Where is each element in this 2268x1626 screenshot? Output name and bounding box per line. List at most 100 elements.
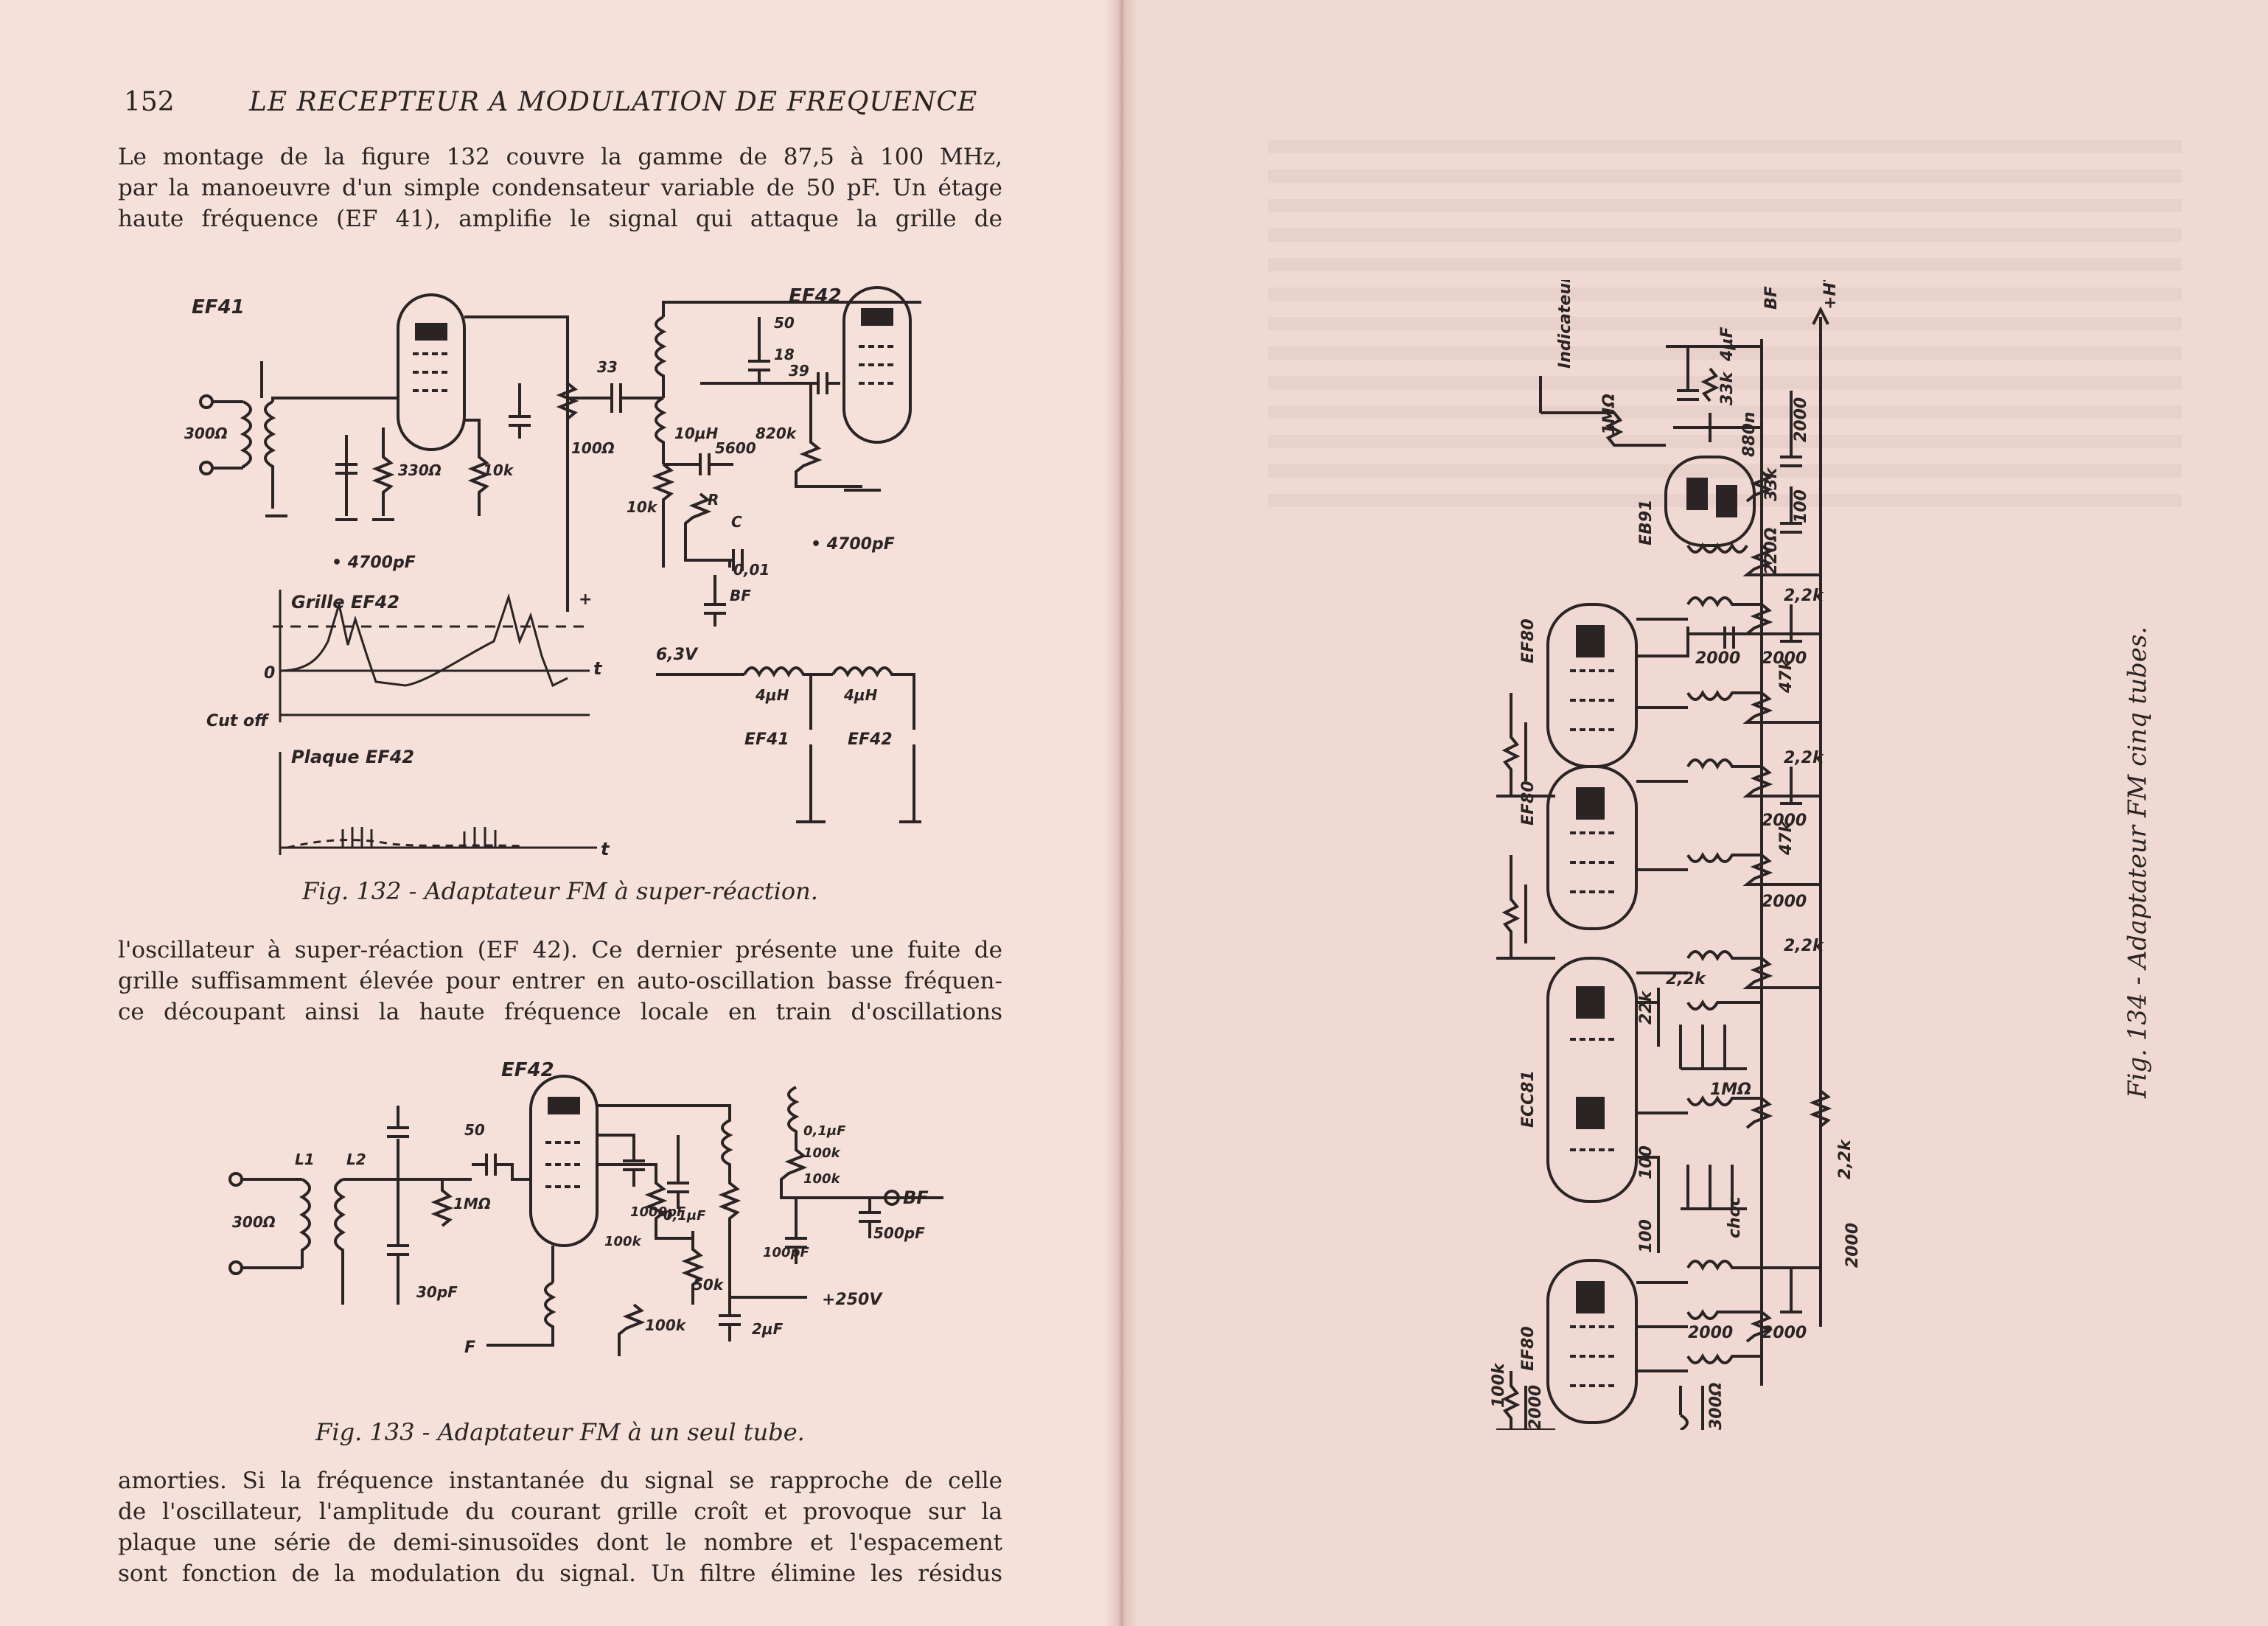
- text-line: sont fonction de la modulation du signal…: [118, 1560, 1002, 1587]
- label: EF42: [501, 1061, 554, 1081]
- label: 2000: [1695, 649, 1740, 668]
- label: 330Ω: [398, 461, 442, 479]
- label: 100pF: [763, 1245, 809, 1260]
- label: EF41: [744, 730, 789, 749]
- label: • 4700pF: [811, 535, 895, 554]
- label: 0: [264, 664, 275, 683]
- text-line: haute fréquence (EF 41), amplifie le sig…: [118, 206, 1002, 232]
- right-page: [1122, 0, 2268, 1626]
- text-line: par la manoeuvre d'un simple condensateu…: [118, 175, 1002, 201]
- label: EF80: [1519, 618, 1538, 663]
- label: t: [593, 658, 603, 679]
- label: 2000: [1762, 649, 1807, 668]
- label: 47k: [1777, 658, 1796, 694]
- label: 500pF: [873, 1224, 925, 1242]
- label: 2000: [1843, 1223, 1862, 1268]
- label: EF41: [192, 296, 245, 318]
- label: t: [601, 839, 610, 859]
- tube-ef80-2: [1546, 765, 1638, 930]
- label: EF42: [789, 285, 842, 307]
- label: 880n: [1740, 411, 1759, 457]
- label: EF80: [1519, 781, 1538, 826]
- label: EF42: [848, 730, 893, 749]
- text-line: grille suffisamment élevée pour entrer e…: [118, 968, 1002, 994]
- figure-132-schematic: EF41 EF42 300Ω 330Ω 10k 100Ω 33 10μH 10k…: [184, 285, 921, 859]
- label: 100: [1792, 489, 1810, 523]
- label: • 4700pF: [332, 554, 416, 572]
- label: ECC81: [1519, 1070, 1538, 1128]
- label: 2,2k: [1836, 1139, 1854, 1179]
- left-page: [0, 0, 1122, 1626]
- label: 22k: [1637, 990, 1655, 1025]
- book-gutter: [1106, 0, 1138, 1626]
- label: 0,1μF: [663, 1208, 706, 1224]
- label: Cut off: [206, 712, 270, 730]
- label: BF: [1762, 286, 1781, 310]
- label: 1MΩ: [453, 1195, 491, 1212]
- label: 2000: [1688, 1324, 1733, 1342]
- label: 10μH: [674, 425, 719, 442]
- text-line: plaque une série de demi-sinusoïdes dont…: [118, 1529, 1002, 1556]
- label: Grille EF42: [291, 592, 399, 613]
- figure-134-caption: Fig. 134 - Adaptateur FM cinq tubes.: [2123, 626, 2152, 1098]
- paragraph-3: amorties. Si la fréquence instantanée du…: [118, 1465, 1002, 1589]
- label: 2000: [1762, 893, 1807, 911]
- label: 300Ω: [232, 1213, 276, 1231]
- label: 100Ω: [571, 439, 615, 457]
- label: L1: [295, 1151, 315, 1168]
- figure-132-caption: Fig. 132 - Adaptateur FM à super-réactio…: [302, 877, 818, 905]
- label: Plaque EF42: [291, 747, 414, 767]
- label: 100k: [1490, 1362, 1508, 1408]
- label: choc: [1726, 1196, 1744, 1238]
- figure-133-caption: Fig. 133 - Adaptateur FM à un seul tube.: [315, 1418, 805, 1446]
- label: 0,1μF: [803, 1123, 846, 1139]
- label: F: [464, 1339, 475, 1357]
- label: 1MΩ: [1710, 1081, 1751, 1099]
- label: 6,3V: [656, 646, 699, 664]
- figure-133-schematic: EF42 L1 L2 300Ω 50 1MΩ 30pF 100k 1000pF …: [228, 1061, 943, 1357]
- page-header: 152 LE RECEPTEUR A MODULATION DE FREQUEN…: [124, 81, 1030, 125]
- tube-ef80-3: [1546, 1259, 1638, 1424]
- label: +HT: [1821, 280, 1840, 310]
- label: 1MΩ: [1600, 394, 1619, 435]
- running-title: LE RECEPTEUR A MODULATION DE FREQUENCE: [249, 87, 978, 117]
- label: C: [731, 513, 742, 531]
- label: 100: [1637, 1145, 1655, 1179]
- label: 300Ω: [1707, 1382, 1726, 1430]
- label: 100k: [645, 1316, 687, 1334]
- label: 1000pF: [630, 1204, 686, 1220]
- label: 33: [597, 358, 618, 376]
- label: 4μF: [1718, 327, 1737, 362]
- label: 50: [774, 314, 795, 332]
- label: 820k: [756, 425, 798, 442]
- label: EF80: [1519, 1326, 1538, 1371]
- tube-eb91: [1664, 456, 1756, 547]
- tube-ef41: [397, 293, 466, 451]
- text-line: l'oscillateur à super-réaction (EF 42). …: [118, 937, 1002, 963]
- label: 220Ω: [1762, 527, 1781, 575]
- label: 4μH: [843, 686, 878, 704]
- label: 10k: [483, 461, 514, 479]
- label: 39: [789, 362, 809, 380]
- label: 2000: [1792, 397, 1810, 442]
- paragraph-1: Le montage de la figure 132 couvre la ga…: [118, 142, 1002, 234]
- label: 100k: [803, 1145, 841, 1161]
- label: 4μH: [755, 686, 789, 704]
- label: 2,2k: [1666, 970, 1706, 988]
- label: 100k: [803, 1171, 841, 1187]
- text-line: amorties. Si la fréquence instantanée du…: [118, 1468, 1002, 1494]
- label: 2000: [1762, 1324, 1807, 1342]
- text-line: ce découpant ainsi la haute fréquence lo…: [118, 999, 1002, 1025]
- label: 100k: [604, 1234, 642, 1249]
- tube-ef42: [842, 286, 912, 444]
- tube-ef42: [529, 1075, 599, 1247]
- label: 5600: [715, 439, 756, 457]
- label: 100: [1637, 1219, 1655, 1253]
- label: 33k: [1762, 467, 1781, 501]
- figure-134-schematic: Indicateur d'accord BF +HT 4μF 33k 1MΩ 8…: [1490, 280, 1862, 1430]
- label: BF: [903, 1187, 929, 1208]
- label: +250V: [822, 1291, 883, 1309]
- label: 47k: [1777, 820, 1796, 856]
- show-through-text: [1268, 140, 2182, 509]
- label: BF: [730, 587, 751, 604]
